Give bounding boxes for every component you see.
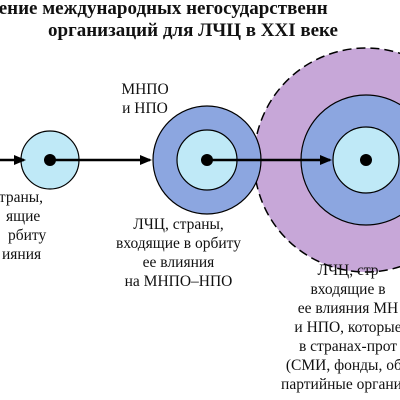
left-center-dot xyxy=(44,154,56,166)
right-label-line: в странах-прот xyxy=(298,338,398,355)
diagram-title-line-1: чение международных негосударственн xyxy=(0,0,328,19)
top-label-line: МНПО xyxy=(121,81,169,98)
middle-center-dot xyxy=(201,154,213,166)
diagram-title-line-2: организаций для ЛЧЦ в XXI веке xyxy=(48,20,338,41)
right-label-line: входящие в xyxy=(310,281,386,298)
middle-label-line: входящие в орбиту xyxy=(116,235,241,252)
top-label: МНПО и НПО xyxy=(105,80,185,118)
middle-label-line: ее влияния xyxy=(142,254,215,271)
left-group-label: страны, ящие рбиту ияния xyxy=(0,188,46,264)
right-label-line: (СМИ, фонды, обп xyxy=(285,357,400,374)
middle-group-label: ЛЧЦ, страны, входящие в орбиту ее влияни… xyxy=(96,215,261,291)
right-label-line: ЛЧЦ, стр xyxy=(317,262,379,279)
left-label-line: ияния xyxy=(2,246,42,263)
middle-label-line: ЛЧЦ, страны, xyxy=(133,216,224,233)
right-label-line: и НПО, которые xyxy=(294,319,400,336)
left-label-line: рбиту xyxy=(8,227,47,244)
middle-label-line: на МНПО–НПО xyxy=(124,273,233,290)
right-center-dot xyxy=(360,154,372,166)
left-label-line: страны, xyxy=(0,189,44,206)
right-label-line: партийные организа xyxy=(281,376,400,393)
right-group-label: ЛЧЦ, стр входящие в ее влияния МН и НПО,… xyxy=(268,261,400,394)
top-label-line: и НПО xyxy=(122,100,168,117)
right-label-line: ее влияния МН xyxy=(297,300,399,317)
left-label-line: ящие xyxy=(6,208,41,225)
